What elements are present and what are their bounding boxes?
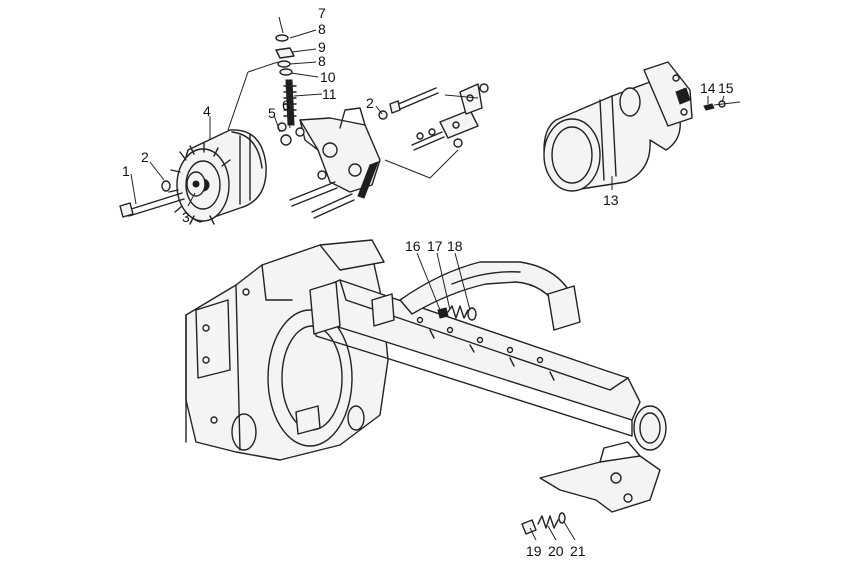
assembly-guide-lines xyxy=(227,61,479,179)
callout-16: 16 xyxy=(405,238,421,254)
exhaust-pipe xyxy=(399,261,581,331)
flywheel-housing xyxy=(185,239,389,461)
callout-17: 17 xyxy=(427,238,443,254)
washer xyxy=(161,180,171,192)
starter-motor xyxy=(543,61,693,192)
callout-14: 14 xyxy=(700,80,716,96)
callout-9: 9 xyxy=(318,39,326,55)
starter-washer xyxy=(713,100,741,108)
callout-5: 5 xyxy=(268,105,276,121)
alternator-pulley xyxy=(186,171,206,197)
callout-6: 6 xyxy=(282,97,290,113)
mounting-bracket xyxy=(299,107,381,193)
callout-19: 19 xyxy=(526,543,542,559)
sensor-plug xyxy=(437,307,449,319)
callout-2a: 2 xyxy=(141,149,149,165)
lower-pin xyxy=(521,519,537,535)
callout-15: 15 xyxy=(718,80,734,96)
small-fasteners xyxy=(277,83,489,199)
frame-rail xyxy=(309,279,667,451)
adjusting-stud xyxy=(283,79,297,126)
washer-small xyxy=(275,34,293,76)
callout-4: 4 xyxy=(203,103,211,119)
callout-2b: 2 xyxy=(366,95,374,111)
callout-18: 18 xyxy=(447,238,463,254)
callout-8b: 8 xyxy=(318,53,326,69)
starter-screw xyxy=(703,103,715,111)
callout-7: 7 xyxy=(318,5,326,21)
nut xyxy=(275,47,295,59)
leader-lines xyxy=(130,16,725,541)
callout-8a: 8 xyxy=(318,21,326,37)
callout-labels: 1 2 3 4 5 6 7 8 9 8 10 11 2 13 14 15 16 … xyxy=(122,5,734,559)
tension-link xyxy=(439,83,483,139)
callout-10: 10 xyxy=(320,69,336,85)
lower-spring xyxy=(537,515,559,529)
callout-20: 20 xyxy=(548,543,564,559)
alternator xyxy=(168,129,267,225)
sensor-spring xyxy=(447,305,469,319)
callout-3: 3 xyxy=(182,209,190,225)
bracket-bolts xyxy=(289,87,445,219)
callout-11: 11 xyxy=(322,86,337,102)
lower-washer xyxy=(558,512,566,524)
callout-13: 13 xyxy=(603,192,619,208)
callout-21: 21 xyxy=(570,543,586,559)
callout-1: 1 xyxy=(122,163,130,179)
lower-support-bracket xyxy=(539,441,661,513)
alternator-bolt xyxy=(119,192,185,218)
sensor-cap xyxy=(467,307,477,321)
